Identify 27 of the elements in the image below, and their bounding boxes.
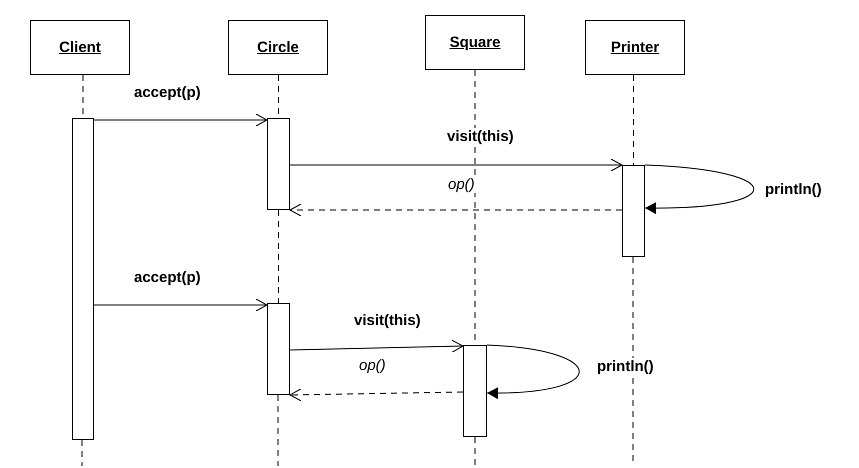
message-label: println() — [763, 181, 824, 198]
participant-box: Circle — [228, 20, 328, 75]
activation-bar — [72, 118, 94, 440]
message-label: accept(p) — [132, 269, 203, 286]
self-call-arrow — [644, 164, 754, 214]
message-label: op() — [357, 357, 388, 374]
activation-bar — [267, 303, 290, 395]
participant-box: Square — [425, 15, 525, 70]
message-label: op() — [446, 176, 477, 193]
activation-bar — [463, 345, 487, 437]
participant-box: Client — [30, 20, 130, 75]
participant-box: Printer — [585, 20, 685, 75]
activation-bar — [622, 165, 645, 257]
message-arrow — [290, 158, 622, 172]
message-label: println() — [595, 358, 656, 375]
message-label: visit(this) — [352, 312, 423, 329]
message-arrow — [94, 114, 268, 126]
return-arrow — [290, 388, 464, 402]
lifeline — [633, 74, 634, 166]
message-arrow — [94, 298, 268, 312]
message-arrow — [290, 340, 464, 353]
message-label: accept(p) — [132, 84, 203, 101]
return-arrow — [290, 204, 622, 216]
activation-bar — [267, 118, 290, 210]
message-label: visit(this) — [445, 128, 516, 145]
lifeline — [278, 210, 279, 304]
self-call-arrow — [486, 344, 580, 399]
